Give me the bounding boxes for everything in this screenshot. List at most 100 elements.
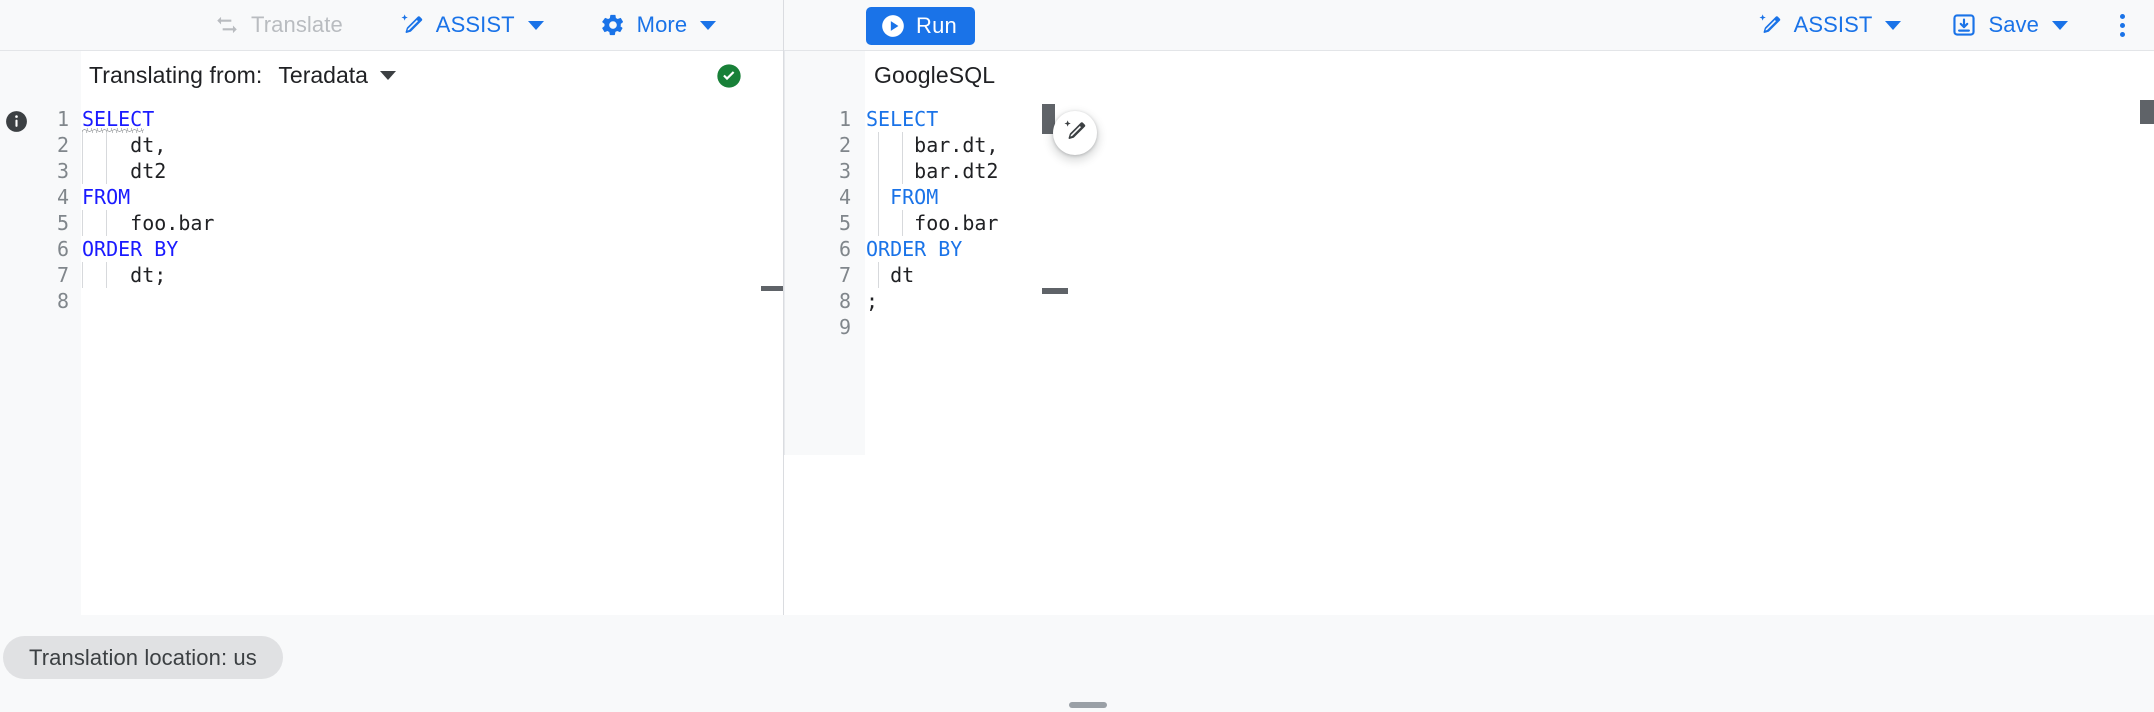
line-number: 6	[838, 237, 851, 261]
translation-status-badge	[715, 62, 743, 95]
code-token: bar.dt2	[866, 159, 999, 183]
assist-button-left-label: ASSIST	[435, 12, 515, 37]
check-circle-icon	[715, 64, 743, 94]
translating-from-group: Translating from: Teradata	[81, 62, 396, 89]
code-token: dt2	[82, 159, 167, 183]
target-vertical-scrollbar[interactable]	[2140, 100, 2154, 455]
code-token: FROM	[866, 185, 939, 209]
save-download-icon	[1951, 12, 1977, 38]
source-scroll-marker-bottom	[1042, 288, 1068, 294]
panel-resize-handle[interactable]	[1069, 702, 1107, 708]
more-button-label: More	[636, 12, 688, 37]
target-scroll-thumb[interactable]	[2140, 100, 2154, 124]
line-number: 7	[56, 263, 69, 287]
indent-guide	[878, 184, 879, 210]
info-icon[interactable]	[4, 109, 29, 139]
translate-swap-icon	[214, 12, 240, 38]
source-scroll-marker	[761, 286, 783, 291]
translation-location-label: Translation location: us	[29, 644, 257, 670]
chevron-down-icon	[2052, 20, 2068, 30]
source-scroll-thumb[interactable]	[1042, 104, 1055, 134]
chevron-down-icon	[1885, 20, 1902, 30]
run-button-label: Run	[916, 12, 957, 38]
code-line[interactable]: SELECT	[82, 106, 783, 133]
code-line[interactable]: dt,	[82, 132, 783, 158]
target-dialect-value: GoogleSQL	[874, 62, 996, 88]
code-line[interactable]: bar.dt,	[866, 132, 2154, 158]
target-dialect-bar: GoogleSQL	[784, 51, 2154, 100]
code-line[interactable]: foo.bar	[82, 210, 783, 236]
line-number: 8	[838, 289, 851, 313]
save-button[interactable]: Save	[1937, 5, 2082, 45]
code-line[interactable]: dt;	[82, 262, 783, 288]
code-token: bar.dt,	[866, 133, 999, 157]
toolbar-right-section: Run ASSIST	[784, 0, 2154, 51]
indent-guide	[106, 132, 107, 158]
run-button[interactable]: Run	[866, 6, 975, 45]
code-line[interactable]	[82, 288, 783, 314]
line-number: 2	[56, 133, 69, 157]
translating-from-label: Translating from:	[89, 62, 263, 88]
line-number: 7	[838, 263, 851, 287]
main-toolbar: Translate ASSIST	[0, 0, 2154, 51]
code-token: ORDER BY	[866, 237, 963, 261]
kebab-menu-icon[interactable]	[2104, 5, 2140, 45]
line-number: 1	[56, 107, 69, 131]
code-token: SELECT	[866, 107, 939, 131]
magic-wand-icon	[1757, 12, 1783, 38]
assist-button-right-label: ASSIST	[1793, 12, 1873, 37]
code-line[interactable]: SELECT	[866, 106, 2154, 132]
indent-guide	[878, 262, 879, 288]
code-line[interactable]: foo.bar	[866, 210, 2154, 236]
code-line[interactable]	[866, 314, 2154, 340]
magic-wand-icon	[1062, 118, 1088, 149]
code-token: ORDER BY	[82, 237, 179, 261]
translation-location-chip: Translation location: us	[3, 636, 283, 679]
code-line[interactable]: FROM	[866, 184, 2154, 210]
translate-button[interactable]: Translate	[200, 5, 357, 45]
indent-guide	[106, 210, 107, 236]
code-token: foo.bar	[866, 211, 999, 235]
ai-edit-fab-button[interactable]	[1053, 111, 1097, 155]
code-line[interactable]: ORDER BY	[82, 236, 783, 262]
chevron-down-icon	[379, 71, 396, 80]
line-number: 3	[838, 159, 851, 183]
more-button[interactable]: More	[586, 5, 731, 45]
line-number: 9	[838, 315, 851, 339]
line-number: 4	[838, 185, 851, 209]
source-dialect-select[interactable]: Teradata	[278, 62, 396, 89]
chevron-down-icon	[700, 20, 717, 30]
indent-guide	[878, 210, 879, 236]
line-number: 5	[56, 211, 69, 235]
save-button-label: Save	[1988, 12, 2039, 37]
code-line[interactable]: FROM	[82, 184, 783, 210]
assist-button-left[interactable]: ASSIST	[385, 5, 558, 45]
indent-guide	[878, 158, 879, 184]
play-icon	[880, 13, 906, 39]
chevron-down-icon	[527, 20, 544, 30]
code-token: SELECT	[82, 107, 155, 131]
line-number: 3	[56, 159, 69, 183]
code-line[interactable]: ORDER BY	[866, 236, 2154, 262]
target-gutter-spacer	[784, 51, 865, 100]
code-token: FROM	[82, 185, 131, 209]
code-line[interactable]: bar.dt2	[866, 158, 2154, 184]
code-line[interactable]: dt2	[82, 158, 783, 184]
line-number: 5	[838, 211, 851, 235]
toolbar-right-actions: ASSIST Save	[1743, 0, 2140, 51]
code-line[interactable]: ;	[866, 288, 2154, 314]
line-number: 2	[838, 133, 851, 157]
code-token: foo.bar	[82, 211, 215, 235]
source-vertical-scrollbar[interactable]	[761, 100, 783, 455]
indent-guide	[902, 210, 903, 236]
code-line[interactable]: dt	[866, 262, 2154, 288]
indent-guide	[82, 262, 83, 288]
assist-button-right[interactable]: ASSIST	[1743, 5, 1916, 45]
dialect-row: Translating from: Teradata GoogleSQL	[0, 51, 2154, 100]
